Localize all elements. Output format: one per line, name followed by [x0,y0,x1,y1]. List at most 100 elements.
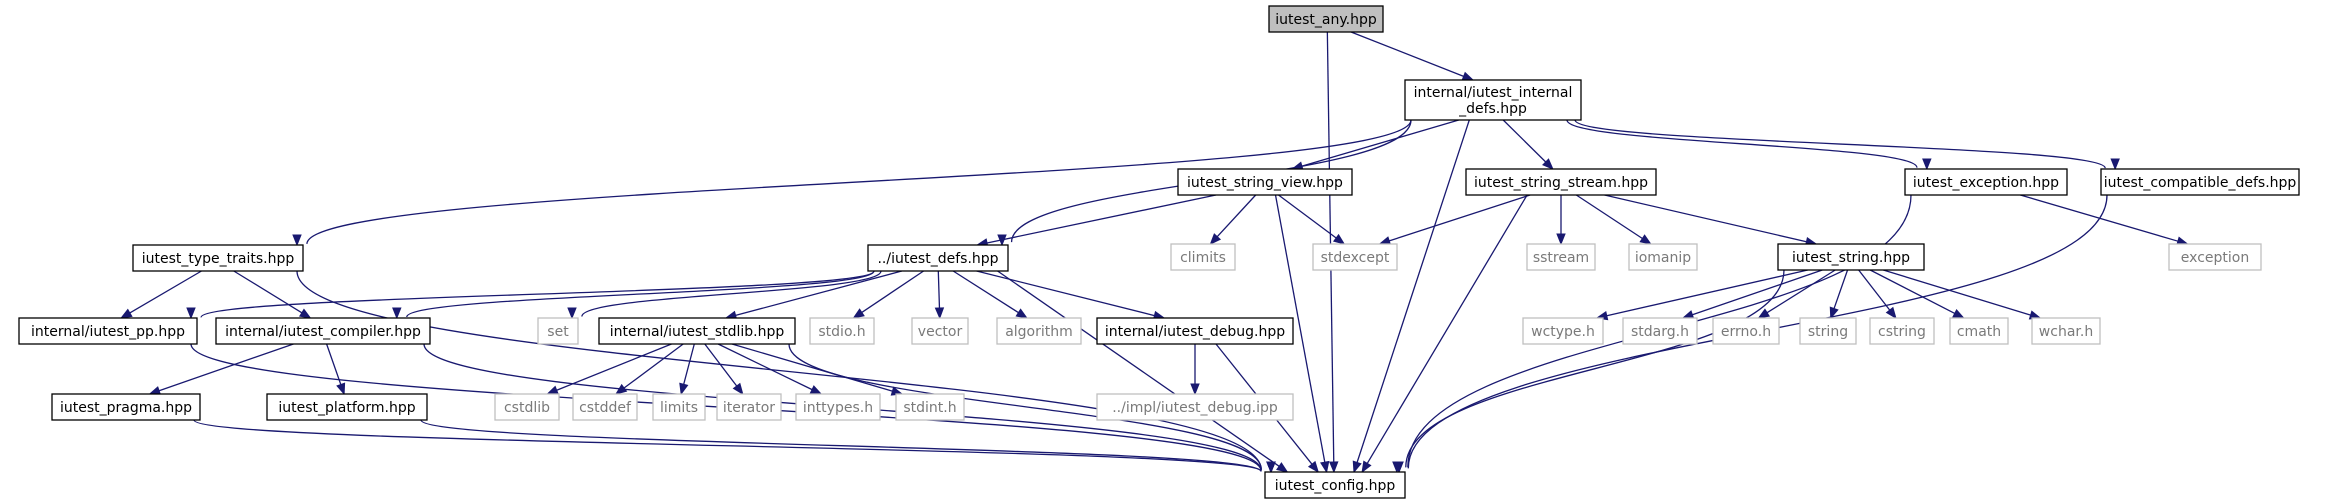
node-box [1522,317,1604,345]
node-box [2100,168,2300,196]
edge-line [1566,119,1918,168]
edge-string-hpp-to-config [1392,269,1785,474]
edge-stdlib-to-cstddef [614,343,684,395]
node-defs[interactable]: ../iutest_defs.hpp [867,244,1009,272]
edge-line [1692,269,1823,316]
edge-stdlib-to-stdint [731,343,904,396]
edge-line [193,419,1262,473]
node-box [867,244,1009,272]
node-stdlib[interactable]: internal/iutest_stdlib.hpp [598,317,796,345]
edge-line [623,343,684,389]
edge-line [731,343,893,392]
edge-arrowhead [392,307,402,320]
node-label: climits [1180,250,1226,266]
node-compatible-defs[interactable]: iutest_compatible_defs.hpp [2100,168,2300,196]
node-box [895,393,965,421]
node-pp[interactable]: internal/iutest_pp.hpp [18,317,198,345]
edge-defs-to-stdio [852,270,924,319]
node-label: iutest_compatible_defs.hpp [2104,175,2297,191]
node-iutest-any[interactable]: iutest_any.hpp [1268,5,1384,33]
edge-arrowhead [1329,461,1339,474]
edge-exception-hpp-to-exception [2020,194,2189,246]
node-limits: limits [652,393,706,421]
node-label: iterator [723,400,775,416]
node-exception-hpp[interactable]: iutest_exception.hpp [1904,168,2068,196]
edge-defs-to-vector [934,270,945,320]
edge-string-view-to-defs [975,194,1217,248]
node-type-traits[interactable]: iutest_type_traits.hpp [132,244,304,272]
node-label: internal/iutest_compiler.hpp [225,324,421,340]
node-label: ../impl/iutest_debug.ipp [1112,400,1278,416]
edge-string-stream-to-sstream [1556,195,1566,246]
node-label: cmath [1957,324,2001,340]
node-string-stream[interactable]: iutest_string_stream.hpp [1465,168,1657,196]
edge-compiler-to-pragma [148,343,294,396]
edge-line [306,119,1412,244]
node-label: stdint.h [903,400,956,416]
edge-internal-defs-to-exception-hpp [1566,119,1932,171]
node-cstddef: cstddef [572,393,638,421]
node-label: limits [660,400,698,416]
edge-arrowhead [1276,462,1289,473]
node-box [911,317,969,345]
node-debug[interactable]: internal/iutest_debug.hpp [1096,317,1294,345]
edge-arrowhead [1757,308,1771,319]
edge-line [937,270,941,309]
edge-line [1574,119,2106,169]
node-label: sstream [1533,250,1589,266]
node-box [132,244,304,272]
edge-string-hpp-to-wchar [1883,269,2042,320]
node-label: exception [2181,250,2249,266]
edge-type-traits-to-pp [120,270,202,319]
node-label: stdarg.h [1631,324,1689,340]
node-box [1312,243,1398,271]
node-box [1949,317,2009,345]
node-label: inttypes.h [803,400,873,416]
edge-arrowhead [546,385,559,395]
edge-defs-to-compiler [392,270,875,320]
node-box [1096,393,1294,421]
edge-defs-to-stdlib [724,270,903,320]
node-label: iutest_config.hpp [1275,478,1396,494]
edge-pragma-to-config [193,419,1276,474]
edge-arrowhead [1209,233,1222,245]
node-platform[interactable]: iutest_platform.hpp [266,393,428,421]
node-label: iutest_any.hpp [1275,12,1377,28]
node-box [652,393,706,421]
edge-internal-defs-to-config [1352,119,1470,474]
node-label: iutest_type_traits.hpp [142,251,295,267]
edge-line [1858,269,1891,311]
edge-arrowhead [298,308,312,319]
node-label: iutest_string_stream.hpp [1474,175,1648,191]
node-label: stdexcept [1321,250,1390,266]
node-errno: errno.h [1712,317,1780,345]
node-box [1264,471,1406,499]
edge-line [861,270,924,313]
edge-line [1350,31,1464,77]
node-pragma[interactable]: iutest_pragma.hpp [51,393,201,421]
node-internal-defs[interactable]: internal/iutest_internal_defs.hpp [1404,79,1582,121]
node-compiler[interactable]: internal/iutest_compiler.hpp [215,317,431,345]
node-box [795,393,881,421]
node-label: internal/iutest_pp.hpp [31,324,185,340]
node-box [1177,168,1353,196]
edge-arrowhead [1361,460,1372,474]
edge-arrowhead [1829,306,1839,320]
node-label: string [1808,324,1848,340]
node-exception: exception [2168,243,2262,271]
edge-line [420,419,1262,472]
node-string-hpp[interactable]: iutest_string.hpp [1777,243,1925,271]
node-box [1404,79,1582,121]
node-box [572,393,638,421]
node-cstring: cstring [1869,317,1935,345]
node-string-view[interactable]: iutest_string_view.hpp [1177,168,1353,196]
edge-arrowhead [567,307,577,320]
node-box [1622,317,1698,345]
edge-string-view-to-climits [1209,194,1257,245]
node-inttypes: inttypes.h [795,393,881,421]
node-config[interactable]: iutest_config.hpp [1264,471,1406,499]
edge-line [1833,269,1849,309]
node-label: cstdlib [504,400,550,416]
node-label: cstring [1878,324,1926,340]
edge-defs-to-config [997,270,1289,473]
